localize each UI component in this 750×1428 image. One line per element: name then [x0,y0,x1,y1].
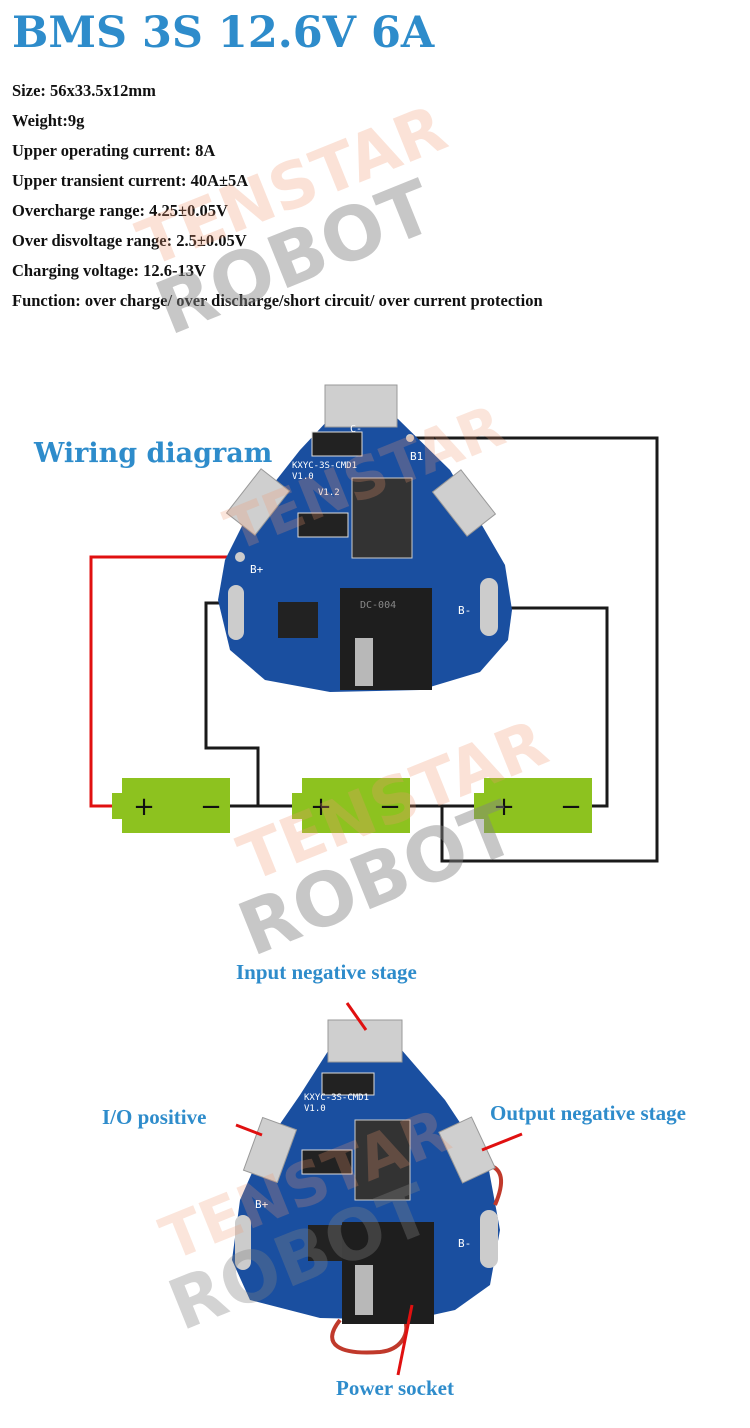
board-model-b: KXYC-3S-CMD1 [304,1093,369,1103]
board-version: V1.0 [292,472,314,482]
pad-b-plus [235,552,245,562]
wiring-diagram-title: Wiring diagram [34,438,273,469]
pad-output-tab [431,469,497,537]
battery-3-minus: − [560,792,582,822]
bms-board-bottom: KXYC-3S-CMD1 V1.0 B+ B- [232,1019,504,1355]
diode-d1-b [321,1072,375,1096]
battery-2-plus: + [310,792,332,822]
tab-input-negative [327,1019,403,1063]
ic-u1-b [308,1225,348,1261]
board-rev: V1.2 [318,488,340,498]
battery-1: + − [112,778,230,833]
board-model: KXYC-3S-CMD1 [292,461,357,471]
diode-d2-b [301,1149,353,1175]
diode-d2 [297,512,349,538]
label-b-plus-b: B+ [255,1198,269,1211]
label-c-minus: C- [350,424,362,435]
bms-board-top: KXYC-3S-CMD1 V1.0 V1.2 B+ B- B1 C- DC-00… [218,384,512,692]
pad-b1 [406,434,414,442]
label-b-minus-b: B- [458,1237,471,1250]
board-version-b: V1.0 [304,1104,326,1114]
pad-b-minus [480,578,498,636]
battery-2-minus: − [379,792,401,822]
socket-label: DC-004 [360,600,396,611]
spec-function: Function: over charge/ over discharge/sh… [12,291,543,310]
mosfet [351,477,413,559]
wiring-diagram: + − + − + − [89,384,659,960]
battery-3-plus: + [493,792,515,822]
spec-charging-voltage: Charging voltage: 12.6-13V [12,261,206,280]
wire-b2 [204,601,260,806]
page-title: BMS 3S 12.6V 6A [12,8,435,58]
pad-a-plus-tab [225,468,291,536]
spec-overcharge: Overcharge range: 4.25±0.05V [12,201,228,220]
label-b-plus: B+ [250,563,264,576]
spec-operating-current: Upper operating current: 8A [12,141,216,160]
spec-transient-current: Upper transient current: 40A±5A [12,171,249,190]
pad-b2 [228,585,244,640]
wire-bminus [500,606,609,808]
battery-1-plus: + [133,792,155,822]
spec-weight: Weight:9g [12,111,85,130]
label-power-socket: Power socket [336,1376,454,1400]
ic-u1 [278,602,318,638]
spec-overdischarge: Over disvoltage range: 2.5±0.05V [12,231,247,250]
battery-3: + − [474,778,592,833]
label-output-negative: Output negative stage [490,1101,686,1125]
pointer-input-negative [345,1002,368,1031]
spec-list: Size: 56x33.5x12mm Weight:9g Upper opera… [12,76,543,316]
spec-size: Size: 56x33.5x12mm [12,81,156,100]
pad-c-minus-tab [324,384,398,428]
wire-b1 [412,436,659,863]
tab-output-negative [438,1116,496,1184]
label-io-positive: I/O positive [102,1105,207,1129]
mosfet-b [354,1119,411,1201]
wire-positive [89,555,240,808]
battery-1-minus: − [200,792,222,822]
label-b-minus: B- [458,604,471,617]
pad-b2-b [235,1215,251,1270]
pointer-power-socket [396,1304,414,1376]
label-input-negative: Input negative stage [236,960,417,984]
label-b1: B1 [410,450,423,463]
diode-d1 [311,431,363,457]
pointer-io-positive [235,1123,263,1137]
pad-b-minus-b [480,1210,498,1268]
battery-2: + − [292,778,410,833]
pointer-output-negative [481,1132,523,1152]
